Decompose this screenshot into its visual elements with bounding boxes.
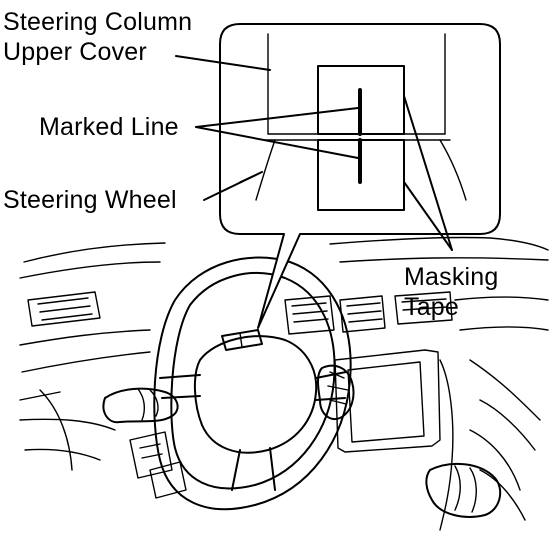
right-hand-fingers	[327, 371, 349, 405]
label-masking-tape: Masking Tape	[404, 262, 499, 322]
center-console-frame	[334, 349, 441, 453]
leader-steering-column	[175, 55, 271, 71]
steering-wheel-rim-outer	[153, 256, 352, 511]
center-vent-2	[339, 295, 386, 333]
label-marked-line: Marked Line	[39, 112, 179, 142]
leader-marked-line-upper	[195, 107, 359, 128]
right-dash-contour	[454, 296, 549, 331]
label-steering-wheel: Steering Wheel	[3, 185, 177, 215]
lower-right-hand	[425, 462, 502, 518]
leader-masking-tape-upper	[403, 95, 453, 251]
callout-bubble	[219, 23, 501, 329]
right-dash-contour-2	[469, 359, 541, 451]
label-steering-wheel-text: Steering Wheel	[3, 186, 177, 214]
label-masking-tape-line1: Masking	[404, 263, 499, 291]
left-hand	[102, 387, 179, 424]
label-steering-column-line2: Upper Cover	[3, 38, 147, 66]
right-vent	[394, 291, 453, 325]
lower-right-hand-fingers	[454, 465, 477, 513]
label-marked-line-text: Marked Line	[39, 113, 179, 141]
console-right-edge	[439, 359, 454, 531]
leader-steering-wheel	[203, 171, 263, 201]
wheel-contour-right	[439, 139, 467, 201]
center-console-inner	[347, 361, 425, 443]
left-dash-contour	[19, 329, 151, 373]
left-vent	[27, 291, 101, 327]
left-vent-inner	[37, 297, 93, 321]
right-hand	[317, 364, 355, 420]
center-vent	[284, 295, 335, 335]
knee-switch-block-2	[149, 461, 187, 499]
wheel-tape-mark	[239, 332, 243, 348]
label-masking-tape-line2: Tape	[404, 293, 460, 321]
passenger-panel	[469, 429, 526, 521]
left-dash-contour-2	[19, 389, 73, 471]
dashboard-scene	[19, 236, 549, 531]
left-lower-panel	[19, 418, 116, 461]
dashboard-top-line-2	[19, 257, 549, 279]
leader-masking-tape-lower	[403, 181, 453, 251]
wheel-masking-tape	[221, 329, 263, 351]
steering-wheel-spoke-bottom	[231, 447, 276, 491]
dashboard-top-line	[23, 236, 549, 263]
steering-wheel-rim-inner	[170, 272, 336, 490]
wheel-contour-left	[255, 139, 276, 201]
leader-marked-line-lower	[195, 126, 359, 159]
steering-wheel-hub	[193, 335, 318, 454]
steering-wheel-spoke-left	[159, 374, 201, 399]
leader-lines	[175, 55, 453, 251]
knee-switch-block	[129, 431, 173, 479]
left-hand-fingers	[137, 388, 159, 421]
label-steering-column-upper-cover: Steering Column Upper Cover	[3, 7, 192, 67]
label-steering-column-line1: Steering Column	[3, 8, 193, 36]
